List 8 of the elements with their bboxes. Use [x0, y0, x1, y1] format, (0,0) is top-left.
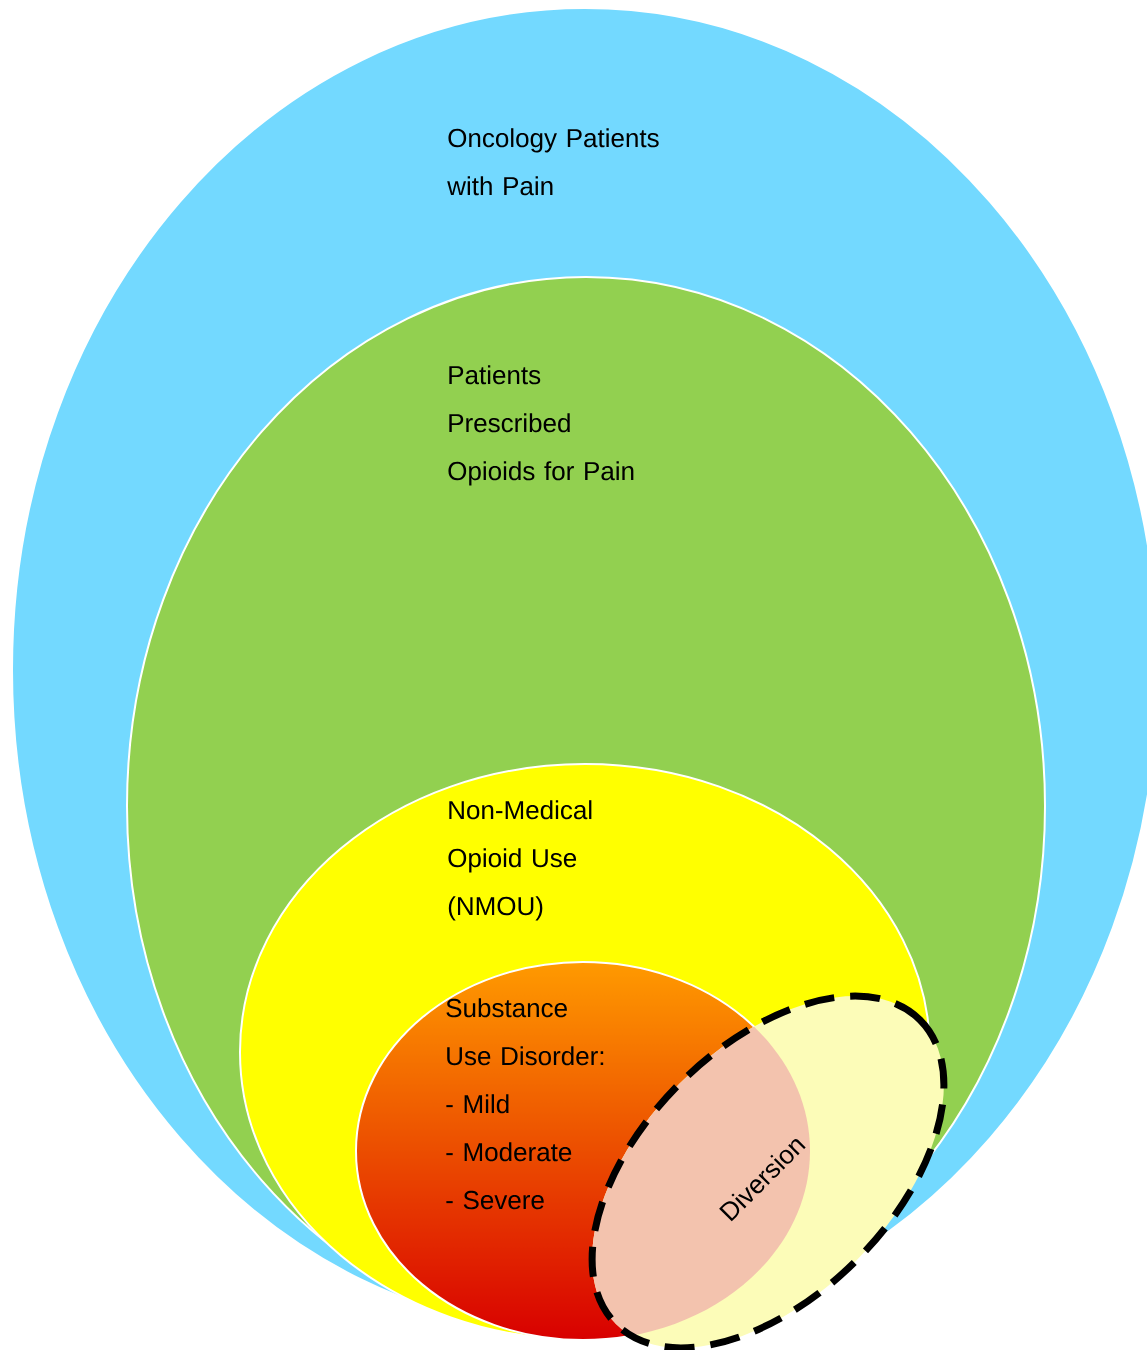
ellipse-label: Patients Prescribed Opioids for Pain — [448, 365, 634, 486]
ellipse-label: Substance Use Disorder: - Mild - Moderate - Severe — [446, 998, 604, 1210]
node-label: - Severe — [446, 1190, 544, 1210]
node-label: - Mild — [446, 1094, 509, 1114]
node-label: Substance Use Disorder: — [446, 998, 604, 1066]
ellipse-label: Oncology Patients with Pain — [447, 128, 659, 196]
ellipse-label: Non-Medical Opioid Use (NMOU) — [448, 800, 592, 921]
node-label: - Moderate — [446, 1142, 572, 1162]
